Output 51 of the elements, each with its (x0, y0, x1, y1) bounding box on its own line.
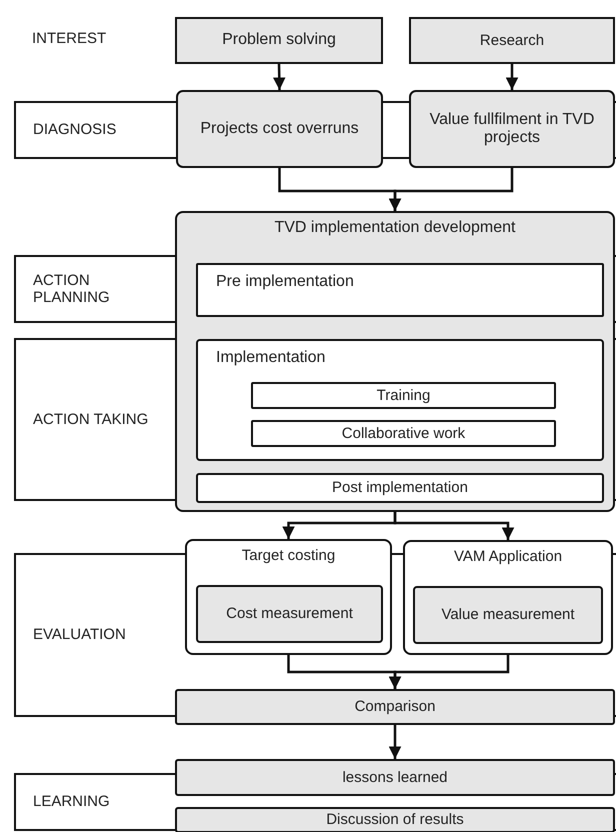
measure-box (196, 585, 383, 643)
phase-label: LEARNING (33, 793, 111, 811)
box-label: Discussion of results (326, 811, 464, 829)
process-box (409, 17, 615, 64)
box-label: Projects cost overruns (200, 120, 359, 138)
box-label: Training (376, 386, 430, 404)
phase-label: DIAGNOSIS (33, 121, 118, 139)
box-label: Problem solving (222, 31, 336, 50)
box-label: VAM Application (454, 548, 562, 566)
box-label: Implementation (216, 349, 326, 368)
box-label: Target costing (242, 547, 336, 564)
process-box (409, 90, 615, 168)
box-label: Pre implementation (216, 273, 355, 292)
activity-box (251, 382, 556, 409)
group-box (175, 211, 615, 512)
box-label: Value fullfilment in TVD projects (428, 110, 596, 148)
phase-label: ACTION TAKING (33, 410, 150, 428)
arrow (394, 512, 514, 540)
process-box (175, 689, 615, 725)
arrow (506, 64, 518, 90)
phase-band (14, 773, 176, 831)
phase-box (196, 263, 604, 317)
measure-box (413, 586, 603, 644)
phase-label: INTEREST (32, 30, 106, 47)
process-box (175, 17, 383, 64)
method-box (185, 539, 392, 655)
box-label: lessons learned (342, 768, 448, 786)
phase-band (14, 338, 176, 501)
box-label: Post implementation (332, 479, 468, 497)
phase-band (14, 553, 176, 717)
arrow (388, 725, 402, 759)
box-label: Value measurement (441, 606, 575, 624)
phase-band (14, 101, 176, 159)
box-label: Collaborative work (342, 424, 466, 442)
box-label: Comparison (354, 698, 436, 716)
box-label: Cost measurement (226, 605, 353, 623)
process-box (175, 759, 615, 796)
method-box (403, 540, 613, 655)
arrow (388, 168, 514, 211)
box-label: TVD implementation development (274, 219, 516, 238)
phase-label: EVALUATION (33, 626, 127, 644)
phase-box (196, 339, 604, 461)
phase-box (196, 473, 604, 503)
arrow (388, 655, 510, 689)
phase-label: ACTION PLANNING (33, 272, 111, 306)
activity-box (251, 420, 556, 447)
box-label: Research (480, 32, 544, 50)
arrow (273, 64, 286, 90)
phase-band (14, 255, 176, 323)
process-box (175, 807, 615, 832)
process-box (176, 90, 383, 168)
